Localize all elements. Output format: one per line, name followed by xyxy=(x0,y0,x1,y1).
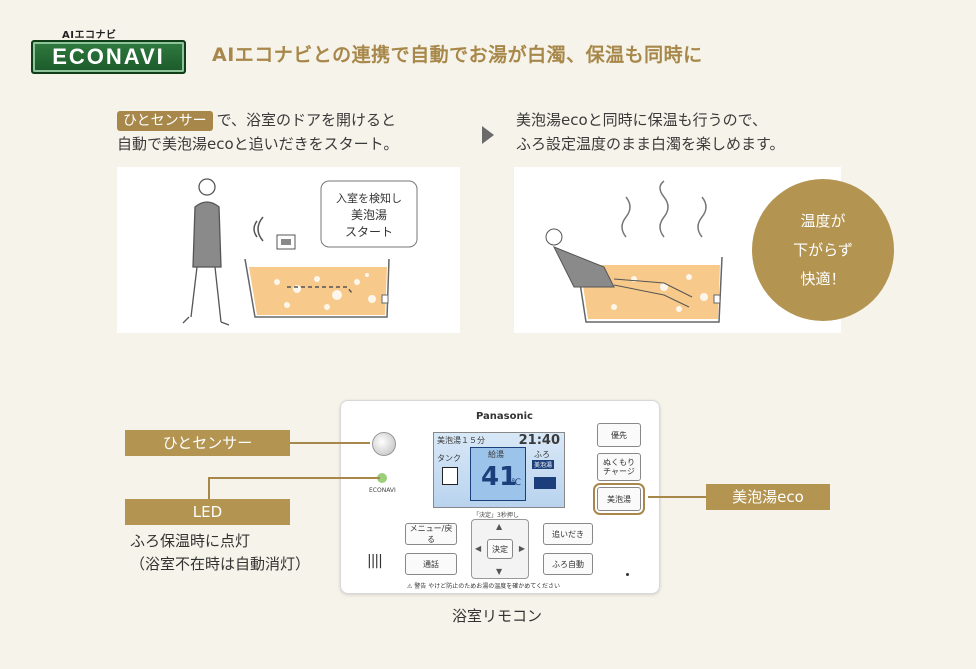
human-sensor xyxy=(372,432,396,456)
bathroom-remote: Panasonic ECONAVI 美泡湯１５分 21:40 タンク 給湯 41… xyxy=(340,400,660,594)
circle-line3: 快適！ xyxy=(800,269,846,288)
nukumori-label1: ぬくもり xyxy=(603,458,635,467)
callout-line-led-v xyxy=(208,477,210,499)
econavi-small-label: ECONAVI xyxy=(369,487,396,494)
down-arrow-icon[interactable]: ▼ xyxy=(496,567,503,576)
left-line1: で、浴室のドアを開けると xyxy=(216,111,396,129)
tsuwa-button[interactable]: 通話 xyxy=(405,553,457,575)
furo-auto-button[interactable]: ふろ自動 xyxy=(543,553,593,575)
callout-biho-eco: 美泡湯eco xyxy=(706,484,830,510)
bubble-line1: 入室を検知し xyxy=(336,191,402,205)
display-time: 21:40 xyxy=(518,433,560,448)
biho-button[interactable]: 美泡湯 xyxy=(593,483,645,515)
tank-icon xyxy=(442,467,458,485)
yusen-button[interactable]: 優先 xyxy=(597,423,641,447)
warning-text: やけど防止のためお湯の温度を確かめてください xyxy=(428,583,561,590)
right-arrow-icon[interactable]: ▶ xyxy=(518,544,525,553)
callout-led: LED xyxy=(125,499,290,525)
up-arrow-icon[interactable]: ▲ xyxy=(496,522,503,531)
display-furo: ふろ xyxy=(534,450,550,459)
display-furo-sub: 美泡湯 xyxy=(532,460,555,469)
callout-line-biho xyxy=(648,496,706,498)
oidaki-button[interactable]: 追いだき xyxy=(543,523,593,545)
left-arrow-icon[interactable]: ◀ xyxy=(475,544,482,553)
bathing-woman-illustration xyxy=(545,180,723,323)
led-description: ふろ保温時に点灯 （浴室不在時は自動消灯） xyxy=(130,530,310,576)
right-line1: 美泡湯ecoと同時に保温も行うので、 xyxy=(516,111,768,129)
callout-line-led-h xyxy=(208,477,380,479)
display-mode: 美泡湯１５分 xyxy=(437,436,485,445)
left-line2: 自動で美泡湯ecoと追いだきをスタート。 xyxy=(117,135,399,153)
kettei-button[interactable]: 決定 xyxy=(487,539,513,559)
comfort-circle-badge: 温度が 下がらず 快適！ xyxy=(752,179,894,321)
circle-line2: 下がらず xyxy=(793,240,853,259)
bubble-line2: 美泡湯 xyxy=(351,208,387,222)
bath-icon xyxy=(534,477,556,489)
nukumori-label2: チャージ xyxy=(603,467,635,476)
arrow-right-icon xyxy=(482,126,494,144)
display-unit: ℃ xyxy=(511,478,522,488)
led-icon xyxy=(377,473,387,483)
warning-label: 警告 xyxy=(414,583,427,590)
logo-small-text: AIエコナビ xyxy=(62,30,117,41)
right-description: 美泡湯ecoと同時に保温も行うので、 ふろ設定温度のまま白濁を楽しめます。 xyxy=(516,108,785,156)
temp-box: 給湯 41 ℃ xyxy=(470,447,526,501)
callout-hito-sensor: ひとセンサー xyxy=(125,430,290,456)
display-temp: 41 xyxy=(481,462,518,492)
remote-caption: 浴室リモコン xyxy=(452,607,543,625)
hito-sensor-tag: ひとセンサー xyxy=(117,111,213,131)
callout-line-hito xyxy=(290,442,370,444)
nukumori-charge-button[interactable]: ぬくもり チャージ xyxy=(597,453,641,481)
left-description: ひとセンサーで、浴室のドアを開けると 自動で美泡湯ecoと追いだきをスタート。 xyxy=(117,108,398,156)
warning-strip: ⚠ 警告 やけど防止のためお湯の温度を確かめてください xyxy=(407,583,561,590)
remote-brand: Panasonic xyxy=(476,411,533,422)
indicator-dot xyxy=(626,573,629,576)
lock-note: 「決定」3秒押し xyxy=(473,512,519,519)
bubble-line3: スタート xyxy=(345,225,393,239)
dpad[interactable]: ▲ ▼ ◀ ▶ 決定 xyxy=(471,519,529,579)
led-desc1: ふろ保温時に点灯 xyxy=(130,532,251,550)
headline: AIエコナビとの連携で自動でお湯が白濁、保温も同時に xyxy=(212,44,703,66)
display-kyuto: 給湯 xyxy=(488,450,504,459)
led-desc2: （浴室不在時は自動消灯） xyxy=(130,555,311,573)
right-line2: ふろ設定温度のまま白濁を楽しめます。 xyxy=(516,135,785,153)
display-tank: タンク xyxy=(437,454,461,463)
remote-display: 美泡湯１５分 21:40 タンク 給湯 41 ℃ ふろ 美泡湯 xyxy=(433,432,565,508)
bath-entry-illustration: 入室を検知し 美泡湯 スタート xyxy=(182,178,418,326)
econavi-logo: ECONAVI xyxy=(31,40,186,74)
illustration-sensor: 入室を検知し 美泡湯 スタート xyxy=(117,167,460,333)
circle-line1: 温度が xyxy=(800,211,846,230)
menu-back-button[interactable]: メニュー/戻る xyxy=(405,523,457,545)
speaker-icon: |||| xyxy=(367,553,383,569)
